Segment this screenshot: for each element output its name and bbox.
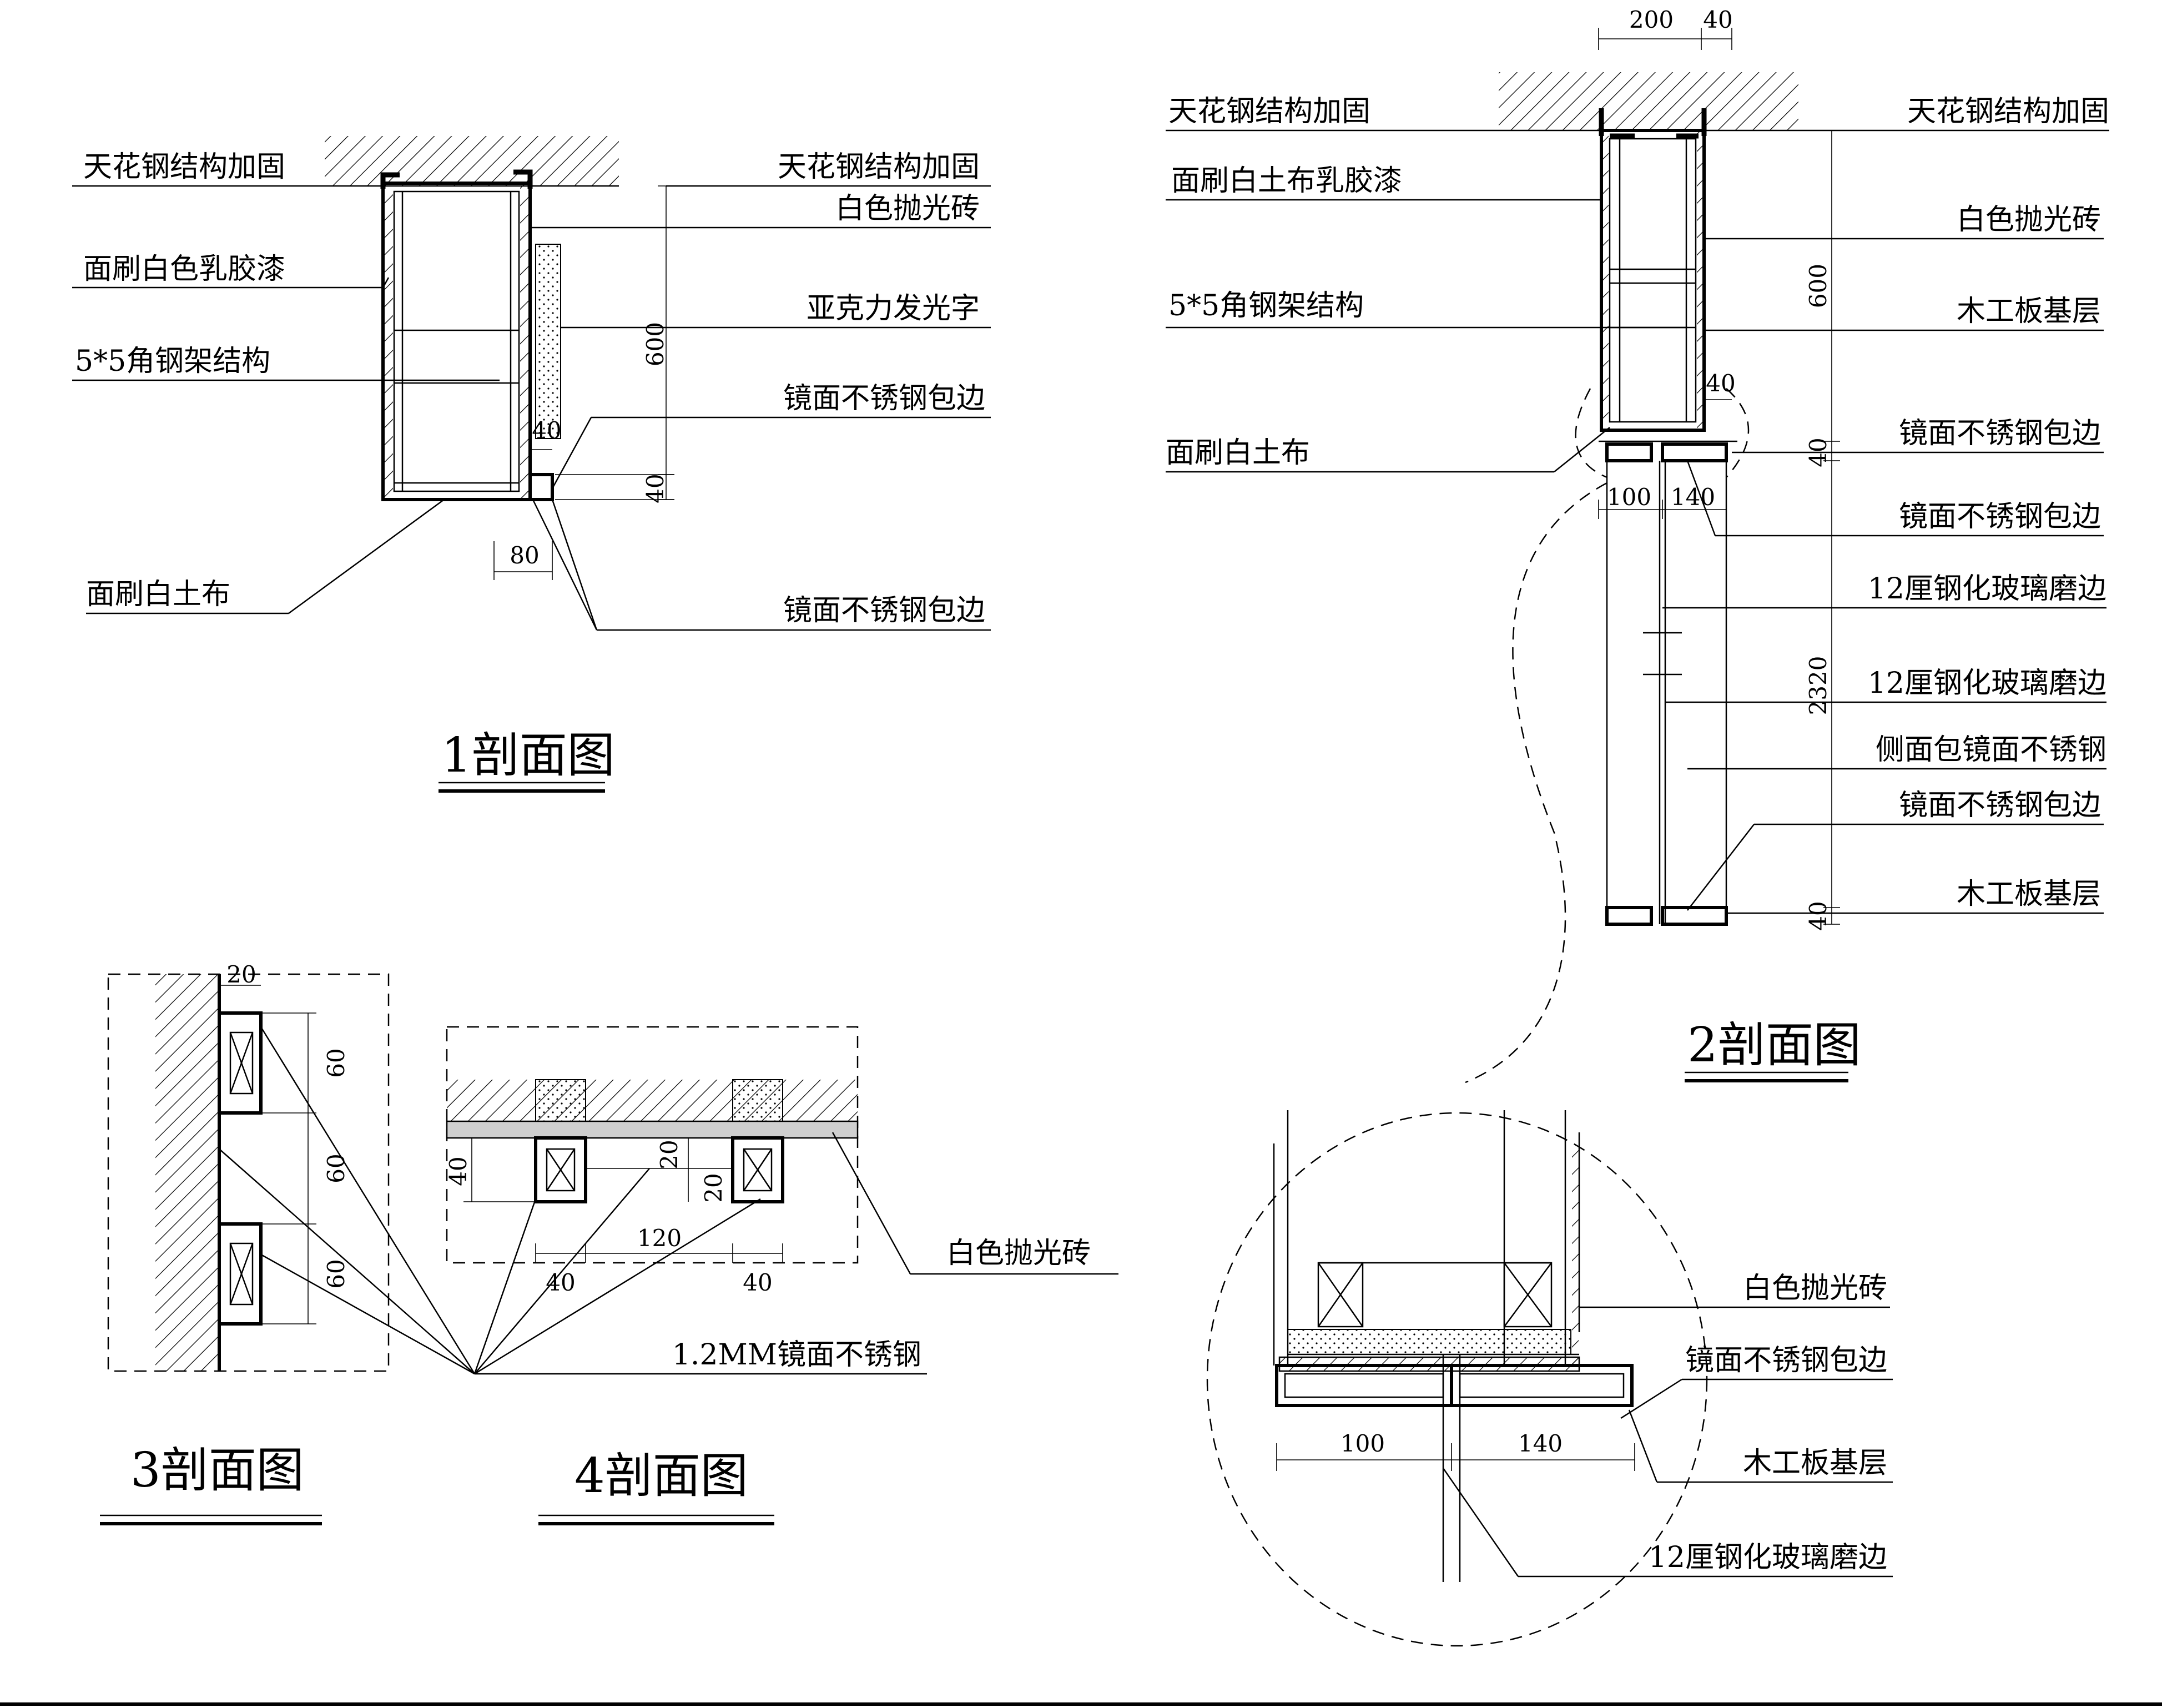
ss-trim-left-bottom — [1605, 906, 1653, 926]
dim-40-s4-vert: 40 — [445, 1156, 472, 1186]
dim-60-s3-c: 60 — [322, 1259, 350, 1288]
s2-label-glass-2: 12厘钢化玻璃磨边 — [1868, 667, 2106, 700]
s1-label-angle-steel: 5*5角钢架结构 — [75, 345, 270, 378]
ceiling-slab-hatch-2 — [1499, 72, 1798, 130]
s1-label-polished-tile: 白色抛光砖 — [835, 192, 980, 225]
tile-hatch — [447, 1080, 858, 1121]
s1-label-ss-edge-1: 镜面不锈钢包边 — [783, 382, 985, 415]
dim-100-s2: 100 — [1607, 483, 1651, 511]
ceiling-slab-hatch — [325, 136, 619, 186]
title-section-4: 4剖面图 — [574, 1448, 748, 1504]
detail-label-glass: 12厘钢化玻璃磨边 — [1649, 1541, 1887, 1574]
s2-label-angle-steel: 5*5角钢架结构 — [1168, 289, 1364, 323]
detail-label-polished-tile: 白色抛光砖 — [1743, 1272, 1887, 1305]
title-section-1: 1剖面图 — [441, 728, 615, 783]
dim-60-s3-a: 60 — [322, 1048, 350, 1077]
stainless-profile-bottom — [218, 1222, 263, 1326]
s1-label-ss-edge-2: 镜面不锈钢包边 — [783, 594, 985, 627]
s2-label-ceiling-right: 天花钢结构加固 — [1907, 95, 2109, 128]
dim-20-s3: 20 — [226, 961, 256, 988]
stainless-profile-top — [218, 1011, 263, 1115]
s1-label-acrylic: 亚克力发光字 — [807, 292, 980, 325]
dim-20-s4-b: 20 — [700, 1173, 727, 1202]
wall-hatch — [155, 974, 219, 1371]
s2-label-side-ss: 侧面包镜面不锈钢 — [1876, 733, 2106, 767]
dim-20-s4-a: 20 — [656, 1140, 683, 1169]
dim-40-s4-b: 40 — [743, 1269, 772, 1296]
s1-label-latex-paint: 面刷白色乳胶漆 — [83, 253, 285, 286]
dim-2320: 2320 — [1805, 656, 1832, 716]
dim-100-detail: 100 — [1340, 1430, 1385, 1457]
dim-140-s2: 140 — [1671, 483, 1715, 511]
section-3: 20 60 60 60 3剖面图 — [100, 961, 390, 1525]
section-4: 40 20 20 120 40 40 1.2MM镜面不锈钢 白色抛光砖 4剖面图 — [219, 1026, 1118, 1525]
dim-60-s3-b: 60 — [322, 1153, 350, 1183]
detail-label-ss-edge: 镜面不锈钢包边 — [1685, 1344, 1887, 1377]
steel-frame-box-2 — [1600, 129, 1706, 432]
detail-label-wood-base: 木工板基层 — [1743, 1447, 1887, 1480]
detail-callout-curve — [1465, 482, 1607, 1084]
ss-trim-right-bottom — [1661, 906, 1728, 926]
dim-40-s1-top: 40 — [532, 417, 561, 444]
s2-label-polished-tile: 白色抛光砖 — [1957, 203, 2101, 236]
stainless-profile-right — [731, 1136, 784, 1203]
s2-label-ceiling-left: 天花钢结构加固 — [1168, 95, 1370, 128]
title-section-3: 3剖面图 — [130, 1443, 304, 1498]
polished-tile-strip — [446, 1120, 859, 1139]
s1-label-ceiling-left: 天花钢结构加固 — [83, 150, 285, 184]
s2-label-cloth-latex: 面刷白土布乳胶漆 — [1171, 164, 1402, 198]
acrylic-letter-block — [535, 244, 561, 439]
section-1: 600 40 40 80 天花钢结构加固 面刷白色乳胶漆 5*5角钢架结构 面刷… — [72, 136, 991, 793]
s2-label-white-cloth: 面刷白土布 — [1166, 436, 1310, 470]
title-section-2: 2剖面图 — [1687, 1017, 1861, 1073]
dim-120: 120 — [637, 1225, 682, 1252]
s2-label-wood-base-2: 木工板基层 — [1957, 878, 2101, 911]
section-2: 200 40 100 140 — [1166, 6, 2109, 1084]
dim-600-s2: 600 — [1805, 264, 1832, 308]
label-polished-tile-s4: 白色抛光砖 — [946, 1237, 1091, 1270]
section-4-border — [446, 1026, 859, 1264]
s2-label-wood-base-1: 木工板基层 — [1957, 295, 2101, 328]
s2-label-ss-edge-3: 镜面不锈钢包边 — [1899, 789, 2101, 822]
dim-600-s1: 600 — [642, 322, 669, 366]
stainless-profile-left — [534, 1136, 587, 1203]
s2-label-glass-1: 12厘钢化玻璃磨边 — [1868, 572, 2106, 606]
dim-200: 200 — [1629, 6, 1674, 33]
ss-trim-right-top — [1661, 442, 1728, 462]
steel-frame-box — [381, 182, 532, 501]
s2-label-ss-edge-2: 镜面不锈钢包边 — [1899, 500, 2101, 533]
dim-40-s2-top: 40 — [1703, 6, 1732, 33]
s2-label-ss-edge-1: 镜面不锈钢包边 — [1899, 417, 2101, 450]
s1-label-ceiling-right: 天花钢结构加固 — [778, 150, 980, 184]
stainless-trim-corner — [528, 473, 554, 501]
dim-140-detail: 140 — [1518, 1430, 1563, 1457]
section-3-border — [107, 973, 390, 1372]
detail-callout-circle — [1575, 388, 1750, 478]
section-2-detail: 100 140 白色抛光砖 镜面不锈钢包边 木工板基层 12厘钢化玻璃磨边 — [1206, 1110, 1893, 1647]
label-mirror-ss-1-2mm: 1.2MM镜面不锈钢 — [672, 1338, 921, 1372]
ss-trim-left-top — [1605, 442, 1653, 462]
dim-80: 80 — [510, 542, 539, 569]
dim-40-s2-b: 40 — [1805, 901, 1832, 930]
s1-label-white-cloth: 面刷白土布 — [86, 578, 230, 611]
dim-40-s1-vert: 40 — [642, 473, 669, 503]
detail-ss-trim-right — [1450, 1364, 1634, 1407]
